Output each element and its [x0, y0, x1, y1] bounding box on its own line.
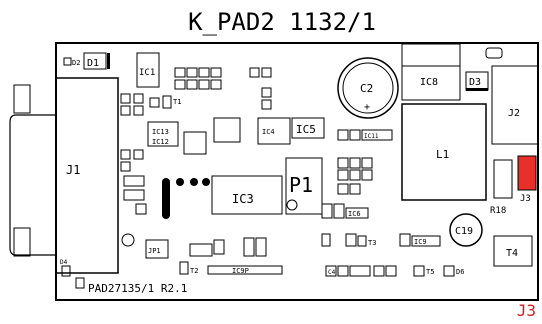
board-footer: PAD27135/1 R2.1 [88, 282, 187, 295]
c2-polarity: + [364, 102, 370, 113]
p1-label: P1 [289, 173, 313, 197]
c2-label: C2 [360, 82, 373, 95]
j1-label: J1 [66, 163, 80, 177]
ic4-body [257, 117, 291, 145]
l1-inductor [401, 103, 487, 201]
j2-body [491, 65, 539, 145]
c2-capacitor [337, 57, 399, 119]
t4-label: T4 [506, 248, 518, 259]
t5-label: T5 [426, 268, 434, 276]
d2-pad [63, 57, 72, 66]
p1-pin-marker [286, 199, 298, 211]
resistor-t3-left [321, 233, 331, 247]
t1-body [162, 95, 172, 109]
ic13-body [147, 121, 179, 147]
ic5-body [291, 117, 325, 139]
resistor-t3-mid [345, 233, 357, 247]
ic9p-body [207, 265, 283, 275]
ic6-label: IC6 [348, 210, 361, 218]
t2-label: T2 [190, 267, 198, 275]
ic9-label: IC9 [414, 238, 427, 246]
ic3-label: IC3 [232, 192, 254, 206]
resistor-ic6-left [321, 203, 333, 219]
d1-label: D1 [87, 58, 99, 69]
ic9p-label: IC9P [232, 267, 249, 275]
d4-body [61, 265, 71, 277]
ic3-body [211, 175, 283, 215]
resistor-row-right [249, 67, 272, 110]
j3-label: J3 [520, 194, 531, 204]
chip-small-mid [213, 117, 241, 143]
d6-label: D6 [456, 268, 464, 276]
l1-label: L1 [436, 148, 449, 161]
d3-band [466, 88, 488, 91]
j3-connector [517, 155, 537, 191]
d4-label: D4 [60, 259, 68, 266]
p1-body [285, 157, 323, 215]
d2-label: D2 [72, 59, 80, 67]
ic9-body [411, 235, 441, 247]
c4-label: C4 [328, 269, 336, 276]
d1-body [83, 52, 107, 70]
c19-label: C19 [455, 226, 473, 237]
ic12-label: IC12 [152, 138, 169, 146]
ic8-tab [401, 43, 461, 67]
mount-slot [485, 47, 503, 59]
t4-body [493, 235, 533, 267]
footer-pad [75, 277, 85, 289]
resistor-ic9-left [399, 233, 411, 247]
ic11-label: IC11 [364, 133, 379, 140]
j1-body [55, 77, 119, 274]
board-title: K_PAD2 1132/1 [188, 8, 376, 36]
jp1-body [145, 239, 169, 259]
c4-body [189, 243, 213, 257]
corner-j3-label: J3 [517, 301, 536, 320]
t3-body [357, 235, 367, 247]
test-point [121, 233, 135, 247]
r18-body [493, 159, 513, 199]
r18-label: R18 [490, 206, 506, 216]
t2-body [179, 261, 189, 275]
chip-small-left [183, 131, 207, 155]
ic4-label: IC4 [262, 128, 275, 136]
jp1-label: JP1 [148, 247, 161, 255]
c2-capacitor-inner [342, 62, 394, 114]
d1-cathode-band [107, 53, 110, 69]
t3-label: T3 [368, 239, 376, 247]
resistor-ic6-right [333, 203, 345, 219]
ic5-label: IC5 [296, 123, 316, 136]
j1-mount-tab-top [13, 84, 31, 114]
ic11-body [361, 129, 393, 141]
resistor-bottom-a [243, 237, 255, 257]
resistor-cluster-mid [337, 129, 373, 195]
ic6-body [345, 207, 369, 219]
ic8-label: IC8 [420, 77, 438, 88]
ic1-label: IC1 [139, 68, 155, 78]
resistor-bottom-mid [213, 239, 225, 255]
c19-capacitor [449, 213, 483, 247]
jumper-bar [162, 182, 170, 216]
d3-label: D3 [469, 77, 481, 88]
ic1-body [136, 52, 160, 88]
resistor-bottom-b [255, 237, 267, 257]
j2-label: J2 [508, 108, 520, 119]
resistor-column-left [120, 93, 160, 116]
j1-connector-shell [9, 114, 56, 256]
bottom-row-parts [325, 265, 455, 277]
t1-label: T1 [173, 98, 181, 106]
small-parts-left [120, 149, 147, 215]
j1-mount-tab-bottom [13, 227, 31, 257]
resistor-row-top [174, 67, 222, 90]
ic13-label: IC13 [152, 128, 169, 136]
